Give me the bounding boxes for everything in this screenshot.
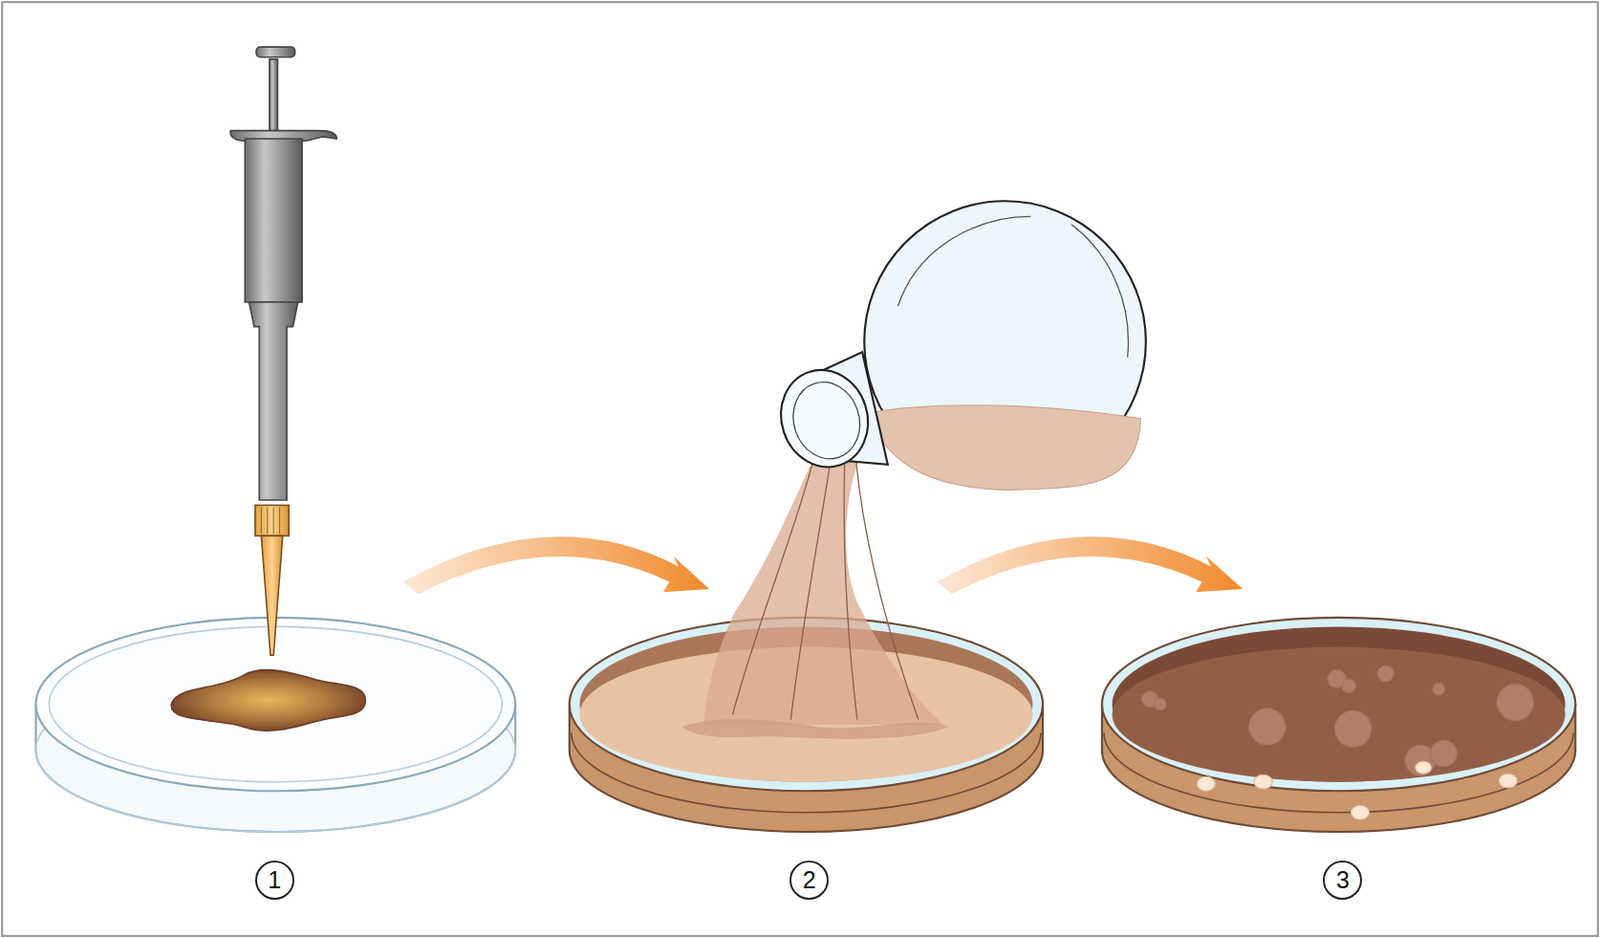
step-number: 2 <box>802 867 817 892</box>
step-number-circle: 2 <box>789 860 829 900</box>
process-arrow <box>403 536 710 594</box>
step-number-circle: 3 <box>1322 860 1363 900</box>
step-number: 3 <box>1336 867 1350 892</box>
flask <box>681 200 1146 738</box>
step-number: 1 <box>267 867 282 892</box>
petri-dish-3 <box>1102 617 1576 832</box>
step-number-circle: 1 <box>255 860 295 900</box>
process-arrow <box>936 536 1243 594</box>
petri-dish-1 <box>35 617 516 832</box>
pipette <box>230 46 337 655</box>
